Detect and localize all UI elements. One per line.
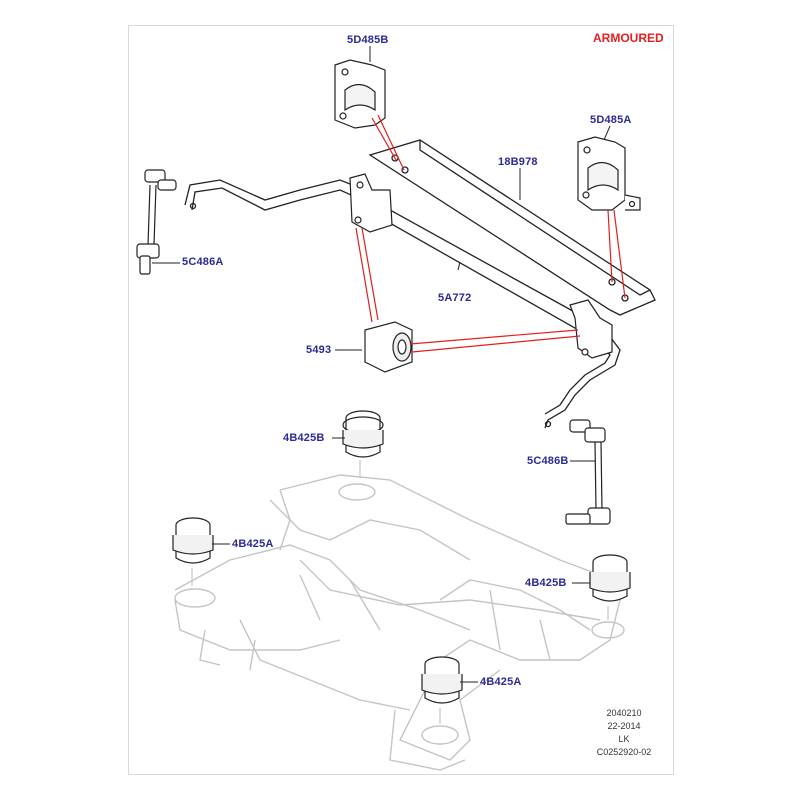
callout-5d485b: 5D485B <box>347 34 389 46</box>
mount-right <box>589 554 631 620</box>
bar-clamps <box>349 173 613 359</box>
callout-5d485a: 5D485A <box>590 114 632 126</box>
callout-5c486b: 5C486B <box>527 455 569 467</box>
callout-5a772: 5A772 <box>438 292 472 304</box>
callout-4b425a-left: 4B425A <box>232 538 274 550</box>
callout-4b425a-bottom: 4B425A <box>480 676 522 688</box>
callout-18b978: 18B978 <box>498 156 538 168</box>
ref-line-2: 22-2014 <box>607 721 641 731</box>
armoured-note: ARMOURED <box>593 31 664 45</box>
mount-top <box>342 410 384 478</box>
callout-leaders <box>152 46 611 683</box>
mounting-plate <box>368 139 656 316</box>
red-leaders <box>355 114 626 353</box>
mount-left <box>172 517 214 586</box>
ref-line-3: LK <box>618 734 630 744</box>
mount-bottom <box>421 656 463 724</box>
callout-5493: 5493 <box>306 344 332 356</box>
callout-5c486a: 5C486A <box>182 256 224 268</box>
ref-line-1: 2040210 <box>606 708 642 718</box>
callout-4b425b-right: 4B425B <box>525 577 567 589</box>
bush-clamp-upper-right <box>577 136 641 211</box>
ref-line-4: C0252920-02 <box>596 747 652 757</box>
stabilizer-bar <box>184 179 621 429</box>
bush-clamp-upper-left <box>334 59 386 129</box>
stabilizer-bush <box>364 321 413 373</box>
link-left <box>136 169 177 275</box>
link-right <box>565 419 611 525</box>
drawing-reference: 2040210 22-2014 LK C0252920-02 <box>584 707 664 759</box>
subframe-ghost <box>174 474 625 771</box>
callout-4b425b-top: 4B425B <box>283 432 325 444</box>
